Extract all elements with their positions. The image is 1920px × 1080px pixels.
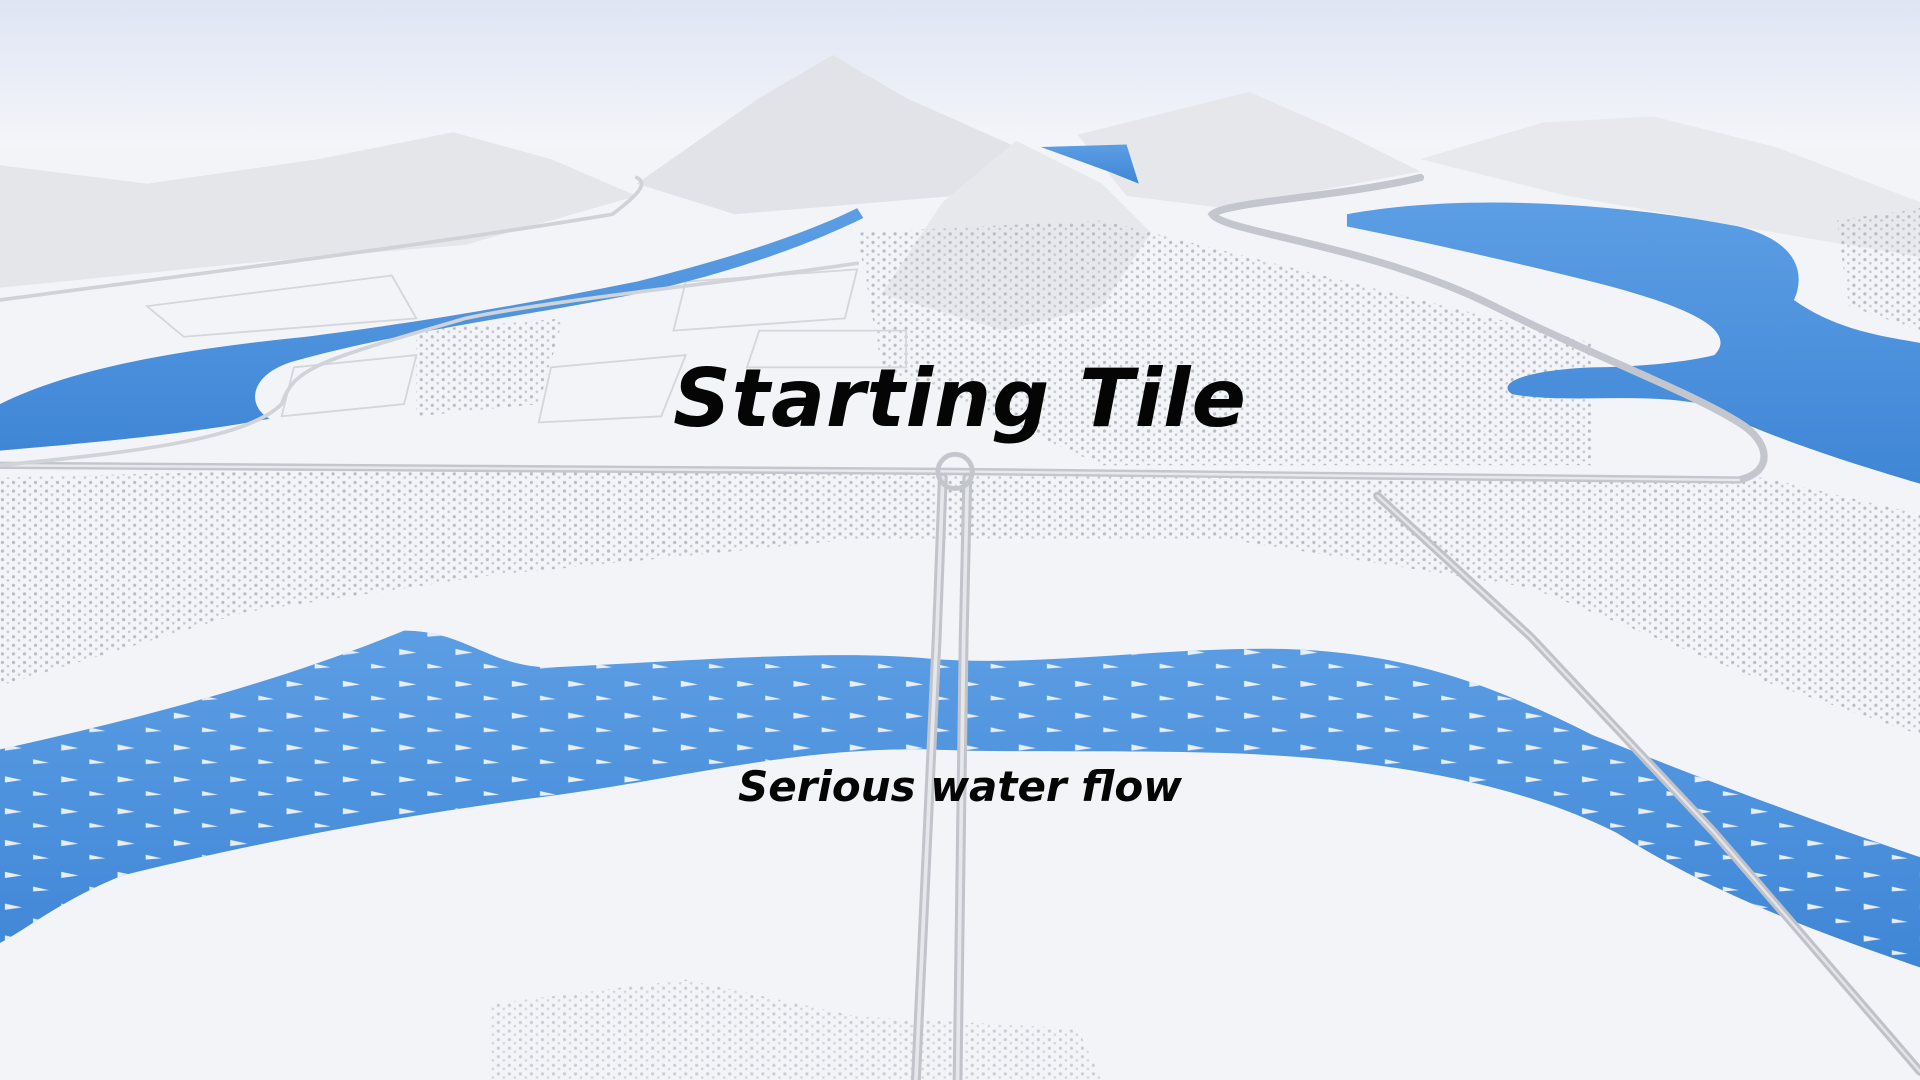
main-highway bbox=[0, 173, 1768, 484]
right-lake bbox=[1346, 202, 1920, 484]
field-road bbox=[0, 261, 859, 468]
northwest-road bbox=[0, 175, 644, 302]
starting-tile-label: Starting Tile bbox=[673, 352, 1247, 445]
forest-areas bbox=[0, 208, 1920, 1080]
river bbox=[0, 630, 1920, 968]
roads bbox=[0, 173, 1920, 1080]
interchange bbox=[935, 451, 975, 492]
farm-fields bbox=[144, 268, 908, 424]
water-flow-label: Serious water flow bbox=[738, 762, 1182, 811]
